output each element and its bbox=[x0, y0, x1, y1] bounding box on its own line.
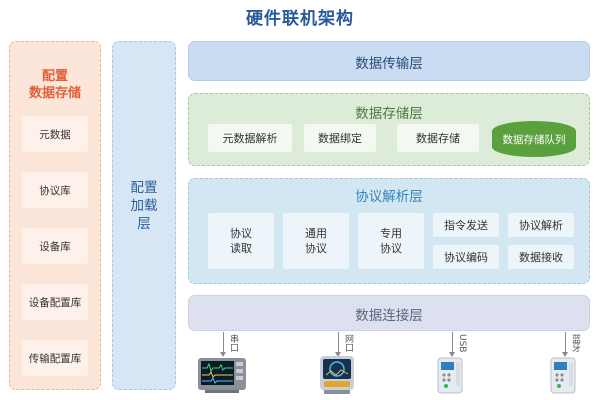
ethernet-label: 网口 bbox=[343, 334, 353, 352]
generic-protocol-line2: 协议 bbox=[305, 242, 327, 255]
data-transport-layer: 数据传输层 bbox=[188, 41, 590, 81]
config-loading-line1: 配置 bbox=[130, 180, 158, 196]
config-loading-layer: 配置 加载 层 bbox=[112, 41, 176, 390]
bluetooth-arrow bbox=[562, 332, 568, 357]
dedicated-protocol-item: 专用协议 bbox=[358, 213, 424, 269]
device-library-item: 设备库 bbox=[22, 228, 88, 264]
data-storage-queue: 数据存储队列 bbox=[492, 121, 576, 157]
config-data-storage-title-line1: 配置 bbox=[41, 69, 68, 84]
usb-arrow bbox=[449, 332, 455, 357]
data-binding-item: 数据绑定 bbox=[304, 124, 376, 152]
config-loading-line2: 加载 bbox=[130, 198, 158, 214]
generic-protocol-item: 通用协议 bbox=[283, 213, 349, 269]
ethernet-arrow bbox=[335, 332, 341, 357]
device-config-library-item: 设备配置库 bbox=[22, 284, 88, 320]
command-send-item: 指令发送 bbox=[433, 213, 499, 237]
serial-label: 串口 bbox=[228, 334, 238, 352]
config-loading-layer-label: 配置 加载 层 bbox=[113, 179, 175, 233]
generic-protocol-line1: 通用 bbox=[305, 227, 327, 240]
config-data-storage-panel: 配置 数据存储 元数据 协议库 设备库 设备配置库 传输配置库 bbox=[9, 41, 101, 390]
metadata-parse-item: 元数据解析 bbox=[208, 124, 292, 152]
diagram-title: 硬件联机架构 bbox=[246, 9, 354, 29]
protocol-read-line1: 协议 bbox=[230, 227, 252, 240]
config-data-storage-title-line2: 数据存储 bbox=[28, 86, 81, 101]
data-storage-layer: 数据存储层 元数据解析 数据绑定 数据存储 数据存储队列 bbox=[188, 93, 590, 166]
dedicated-protocol-line1: 专用 bbox=[380, 227, 402, 240]
bluetooth-label: 蓝牙 bbox=[570, 334, 580, 352]
data-storage-item: 数据存储 bbox=[397, 124, 479, 152]
infusion-pump-icon bbox=[437, 357, 463, 394]
protocol-read-line2: 读取 bbox=[230, 242, 252, 255]
protocol-encode-item: 协议编码 bbox=[433, 245, 499, 269]
patient-monitor-icon bbox=[198, 358, 246, 393]
config-loading-line3: 层 bbox=[137, 216, 151, 232]
protocol-read-item: 协议读取 bbox=[208, 213, 274, 269]
infusion-pump-icon bbox=[550, 357, 576, 394]
ventilator-icon bbox=[320, 356, 354, 394]
data-connection-layer-label: 数据连接层 bbox=[355, 308, 423, 324]
metadata-item: 元数据 bbox=[22, 116, 88, 152]
transport-config-library-item: 传输配置库 bbox=[22, 340, 88, 376]
data-connection-layer: 数据连接层 bbox=[188, 295, 590, 331]
protocol-parsing-layer: 协议解析层 协议读取 通用协议 专用协议 指令发送 协议解析 协议编码 数据接收 bbox=[188, 178, 590, 284]
dedicated-protocol-line2: 协议 bbox=[380, 242, 402, 255]
data-receive-item: 数据接收 bbox=[508, 245, 574, 269]
protocol-parse-item: 协议解析 bbox=[508, 213, 574, 237]
data-storage-layer-label: 数据存储层 bbox=[355, 106, 423, 122]
protocol-parsing-layer-label: 协议解析层 bbox=[355, 189, 423, 205]
data-transport-layer-label: 数据传输层 bbox=[355, 56, 423, 72]
serial-arrow bbox=[220, 332, 226, 357]
protocol-library-item: 协议库 bbox=[22, 172, 88, 208]
config-data-storage-title: 配置 数据存储 bbox=[10, 68, 100, 102]
usb-label: USB bbox=[457, 334, 467, 353]
